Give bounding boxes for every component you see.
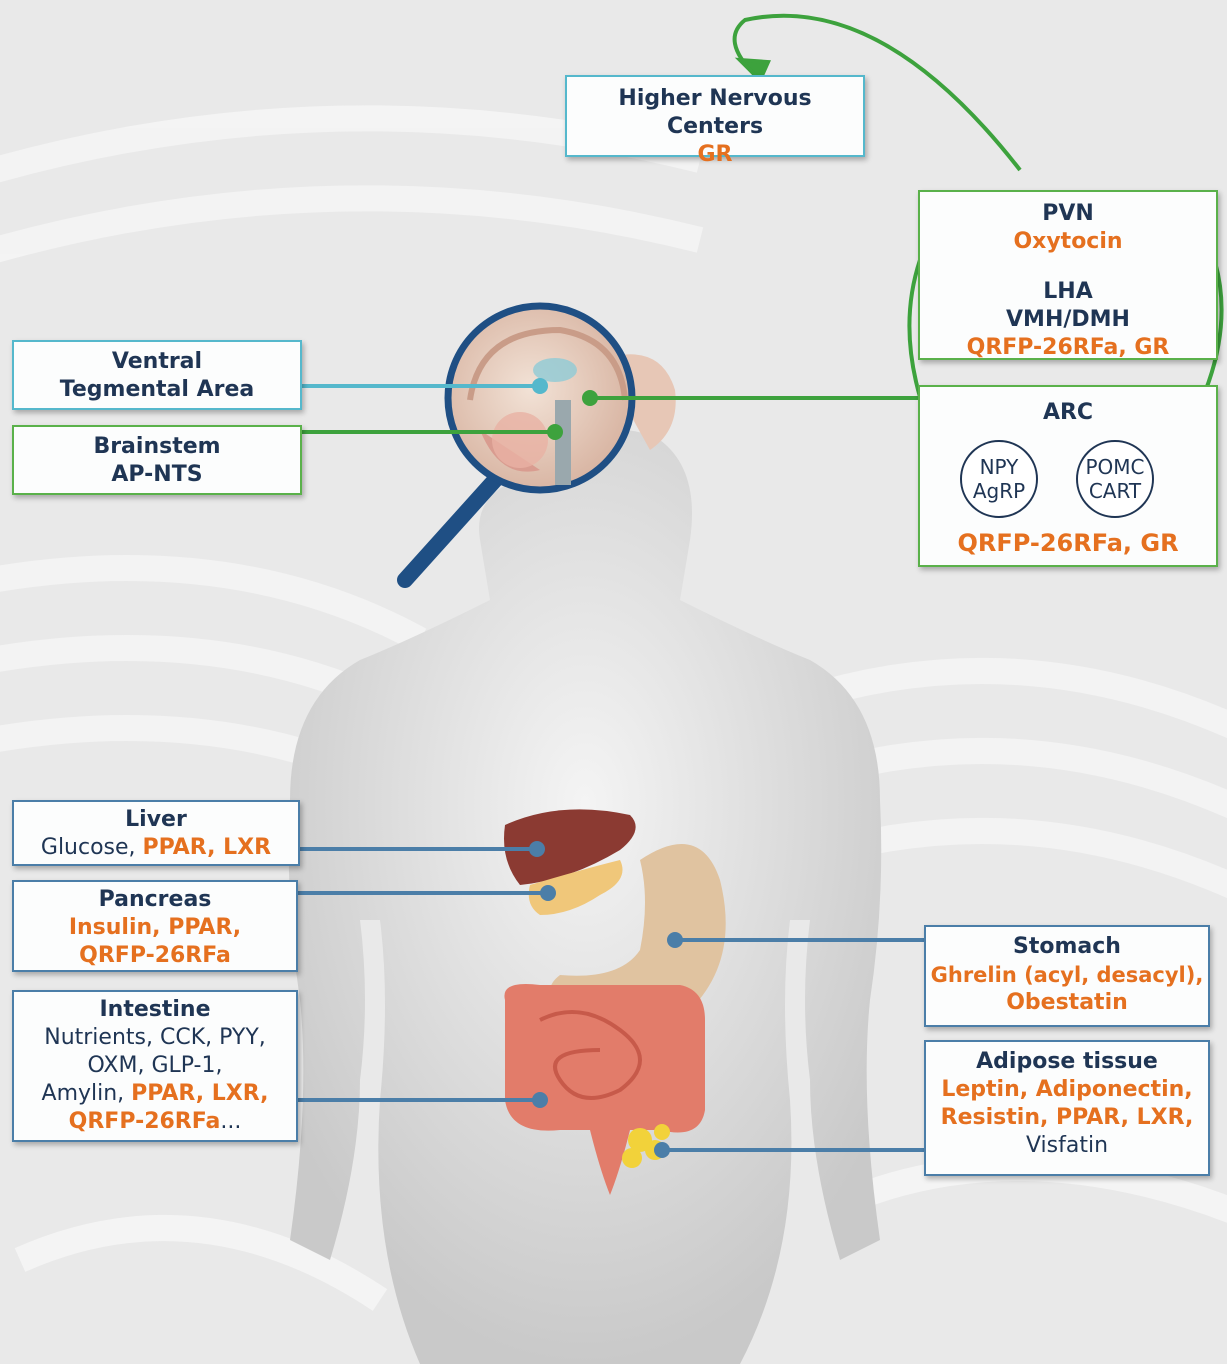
higher-centers-receptor: GR [698, 142, 733, 167]
intestine-box: Intestine Nutrients, CCK, PYY, OXM, GLP-… [12, 990, 298, 1142]
liver-glucose: Glucose, [41, 835, 143, 860]
stomach-line2: Obestatin [926, 989, 1208, 1017]
vta-box: Ventral Tegmental Area [12, 340, 302, 410]
hypothalamus-box: PVN Oxytocin LHA VMH/DMH QRFP-26RFa, GR [918, 190, 1218, 360]
intestine-qrfp: QRFP-26RFa [69, 1109, 221, 1134]
stomach-title: Stomach [926, 933, 1208, 961]
liver-title: Liver [14, 806, 298, 834]
adipose-title: Adipose tissue [926, 1048, 1208, 1076]
pancreas-title: Pancreas [14, 886, 296, 914]
stomach-box: Stomach Ghrelin (acyl, desacyl), Obestat… [924, 925, 1210, 1027]
lha-signals: QRFP-26RFa, GR [920, 334, 1216, 362]
pomc-cart-neuron: POMC CART [1076, 440, 1154, 518]
agrp-label: AgRP [973, 479, 1025, 503]
adipose-line1: Leptin, Adiponectin, [926, 1076, 1208, 1104]
brainstem-line2: AP-NTS [14, 461, 300, 489]
adipose-box: Adipose tissue Leptin, Adiponectin, Resi… [924, 1040, 1210, 1176]
intestine-amylin: Amylin, [42, 1081, 132, 1106]
npy-agrp-neuron: NPY AgRP [960, 440, 1038, 518]
vta-line2: Tegmental Area [14, 376, 300, 404]
arc-signals: QRFP-26RFa, GR [920, 529, 1216, 557]
pancreas-box: Pancreas Insulin, PPAR, QRFP-26RFa [12, 880, 298, 972]
cart-label: CART [1089, 479, 1141, 503]
pancreas-line2: QRFP-26RFa [14, 942, 296, 970]
intestine-title: Intestine [14, 996, 296, 1024]
intestine-line1: Nutrients, CCK, PYY, [14, 1024, 296, 1052]
arc-title: ARC [920, 399, 1216, 427]
intestine-line2: OXM, GLP-1, [14, 1052, 296, 1080]
higher-centers-box: Higher Nervous Centers GR [565, 75, 865, 157]
pomc-label: POMC [1085, 455, 1144, 479]
liver-receptors: PPAR, LXR [143, 835, 272, 860]
stomach-line1: Ghrelin (acyl, desacyl), [926, 961, 1208, 989]
pancreas-line1: Insulin, PPAR, [14, 914, 296, 942]
pvn-signal: Oxytocin [920, 228, 1216, 256]
intestine-ellipsis: ... [220, 1109, 241, 1134]
brainstem-line1: Brainstem [14, 433, 300, 461]
liver-box: Liver Glucose, PPAR, LXR [12, 800, 300, 866]
adipose-line2: Resistin, PPAR, LXR, [926, 1104, 1208, 1132]
brainstem-box: Brainstem AP-NTS [12, 425, 302, 495]
vta-line1: Ventral [14, 348, 300, 376]
adipose-line3: Visfatin [926, 1132, 1208, 1160]
pvn-title: PVN [920, 200, 1216, 228]
higher-centers-title: Higher Nervous Centers [567, 85, 863, 141]
lha-label: LHA [920, 278, 1216, 306]
vmh-dmh-label: VMH/DMH [920, 306, 1216, 334]
npy-label: NPY [980, 455, 1019, 479]
intestine-receptors: PPAR, LXR, [131, 1081, 268, 1106]
